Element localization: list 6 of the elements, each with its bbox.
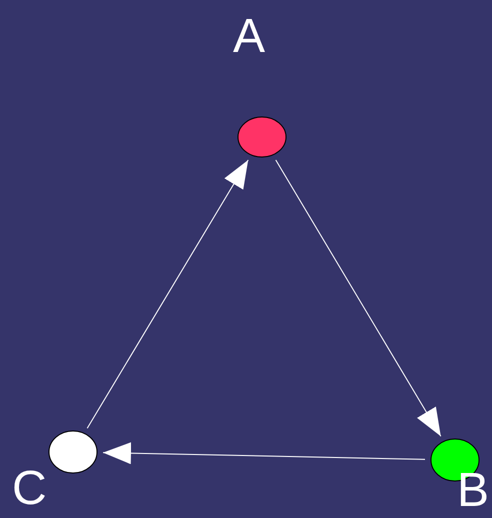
arrow [102, 442, 426, 464]
node-label: B [457, 466, 490, 516]
node-label: C [12, 464, 47, 514]
node-label: A [233, 12, 266, 62]
arrow [86, 160, 249, 429]
arrow [275, 160, 442, 437]
